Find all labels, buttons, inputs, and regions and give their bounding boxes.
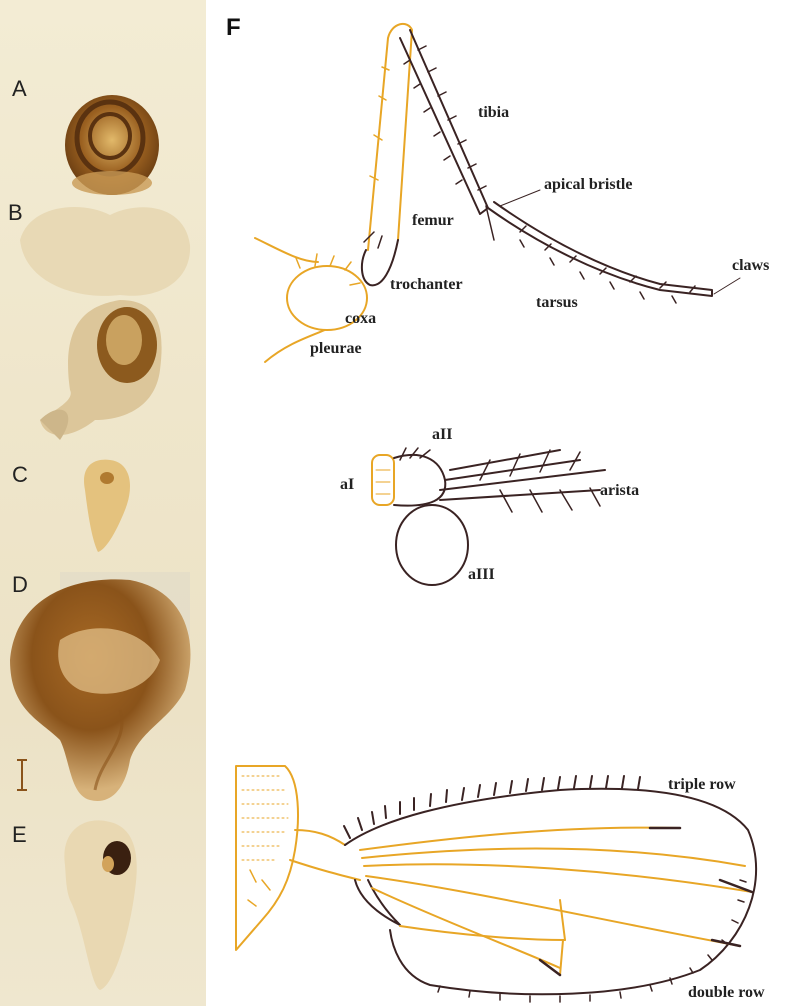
label-claws: claws — [732, 257, 769, 275]
label-trochanter: trochanter — [390, 276, 463, 294]
label-double-row: double row — [688, 984, 765, 1002]
wing-drawing — [236, 766, 756, 1002]
label-tarsus: tarsus — [536, 294, 578, 312]
label-tibia: tibia — [478, 104, 509, 122]
label-triple-row: triple row — [668, 776, 736, 794]
leg-drawing — [255, 24, 740, 362]
label-a1: aI — [340, 476, 354, 494]
antenna-drawing — [372, 448, 605, 585]
label-pleurae: pleurae — [310, 340, 362, 358]
label-arista: arista — [600, 482, 639, 500]
label-coxa: coxa — [345, 310, 376, 328]
label-apical-bristle: apical bristle — [544, 176, 632, 194]
label-a3: aIII — [468, 566, 495, 584]
label-a2: aII — [432, 426, 452, 444]
label-femur: femur — [412, 212, 454, 230]
